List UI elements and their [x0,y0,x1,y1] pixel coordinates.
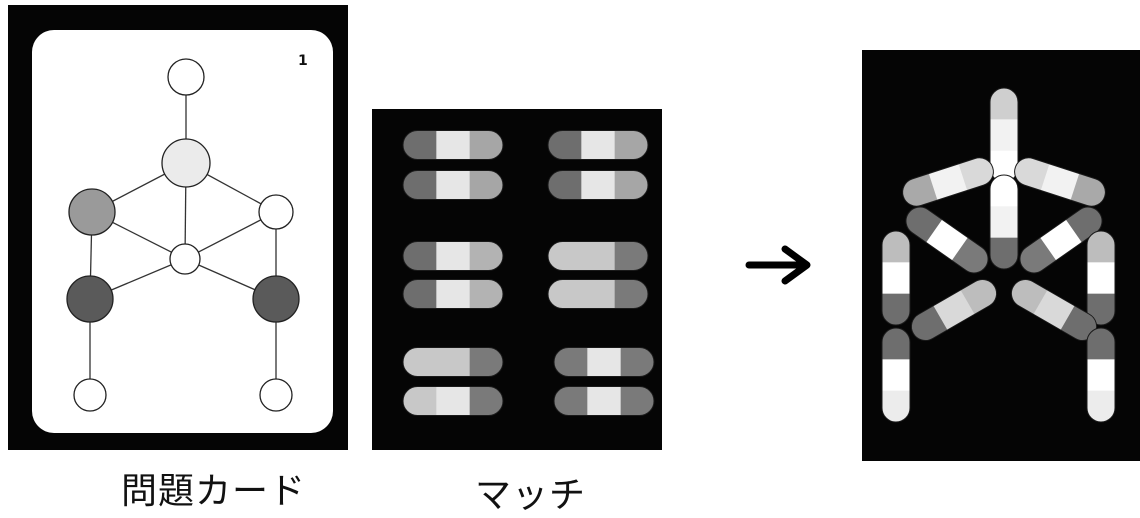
solution-stick [881,230,911,326]
graph-node-bottom-left [73,378,107,412]
card-number: 1 [298,53,308,69]
graph-node-left-low [66,275,114,323]
graph-node-left [68,188,116,236]
solution-stick [881,327,911,423]
solution-stick [1086,230,1116,326]
card-face [32,30,333,433]
graph-node-top [167,58,205,96]
match-stick [547,130,649,160]
graph-node-right-low [252,275,300,323]
problem-card-photo: 1 [8,5,348,450]
match-stick [402,241,504,271]
caption-problem-card: 問題カード [121,471,307,512]
match-stick [402,170,504,200]
graph-node-bottom-right [259,378,293,412]
solution-stick [1014,201,1108,279]
match-stick [547,241,649,271]
solution-stick [1086,327,1116,423]
solution-stick [989,174,1019,270]
solution-stick [1010,154,1110,210]
graph-node-middle [169,243,201,275]
graph-node-center [161,138,211,188]
match-stick [402,279,504,309]
match-stick [553,347,655,377]
match-stick [402,130,504,160]
graph-node-right [258,194,294,230]
match-stick [402,386,504,416]
solution-stick [906,274,1002,346]
match-stick [547,279,649,309]
match-stick [547,170,649,200]
problem-card: 1 [32,30,333,433]
solution-stick [900,201,994,279]
solution-stick [898,154,998,210]
arrow-right-icon [745,245,811,285]
caption-matches: マッチ [475,475,587,516]
match-stick [402,347,504,377]
solution-stick [989,87,1019,183]
match-stick [553,386,655,416]
graph-nodes [66,58,300,412]
